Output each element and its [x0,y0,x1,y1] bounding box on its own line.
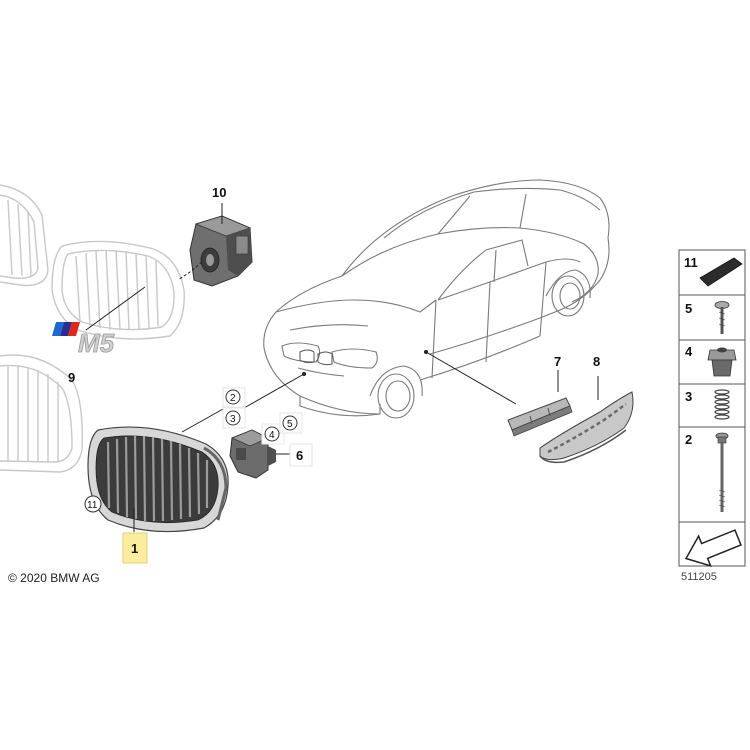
callout-11-label: 11 [87,500,98,511]
callout-3[interactable]: 3 [222,407,246,429]
legend-item-label: 11 [684,255,698,270]
callout-9-label: 9 [68,370,75,385]
ghost-kidney-grille-top [0,184,185,340]
legend-item-2-bolt[interactable]: 2 [685,432,729,512]
callout-9[interactable]: 9 [68,370,75,385]
legend-item-3-spring[interactable]: 3 [685,389,730,420]
callout-5-label: 5 [287,419,293,430]
legend-panel [678,249,746,567]
legend-arrow-icon [684,529,742,567]
diagram-number: 511205 [681,571,717,583]
callout-6-label: 6 [296,448,303,463]
callout-10-label: 10 [212,185,226,200]
m5-badge-lettering: M5 [78,328,115,358]
legend-item-label: 2 [685,432,692,447]
callout-8-label: 8 [593,354,600,369]
legend-item-5-screw[interactable]: 5 [685,301,730,334]
side-mount-point [424,350,428,354]
callout-4[interactable]: 4 [261,423,285,445]
callout-1-highlight [122,532,148,564]
callout-1[interactable]: 1 [122,532,148,564]
callout-5[interactable]: 5 [279,412,303,434]
legend-item-11-foam-pad[interactable]: 11 [684,255,743,287]
legend-item-4-nut[interactable]: 4 [685,344,737,377]
callout-2-label: 2 [230,393,236,404]
legend-item-label: 3 [685,389,692,404]
legend-item-label: 5 [685,301,692,316]
callout-6[interactable]: 6 [289,443,313,467]
copyright-text: © 2020 BMW AG [8,571,100,585]
callout-4-label: 4 [269,430,275,441]
ghost-kidney-grille-lower [0,354,83,473]
callout-1-label: 1 [131,541,138,556]
callout-3-label: 3 [230,414,236,425]
callout-7-label: 7 [554,354,561,369]
callout-2[interactable]: 2 [222,387,246,408]
car-kidney-grille-marker [299,349,333,366]
callout-8[interactable]: 8 [593,354,600,369]
m5-badge[interactable]: M5 [52,322,115,358]
legend-item-label: 4 [685,344,693,359]
callout-7[interactable]: 7 [554,354,561,369]
part-7-side-trim[interactable] [507,397,573,437]
callout-10[interactable]: 10 [212,185,226,200]
callout-11[interactable]: 11 [84,495,102,513]
part-6-mount-bracket[interactable] [229,429,276,479]
part-1-kidney-grille[interactable] [87,426,229,533]
part-8-side-gill[interactable] [539,391,634,464]
part-10-bracket[interactable] [189,215,253,287]
car-line-drawing [263,179,610,419]
grille-mount-point [302,372,306,376]
